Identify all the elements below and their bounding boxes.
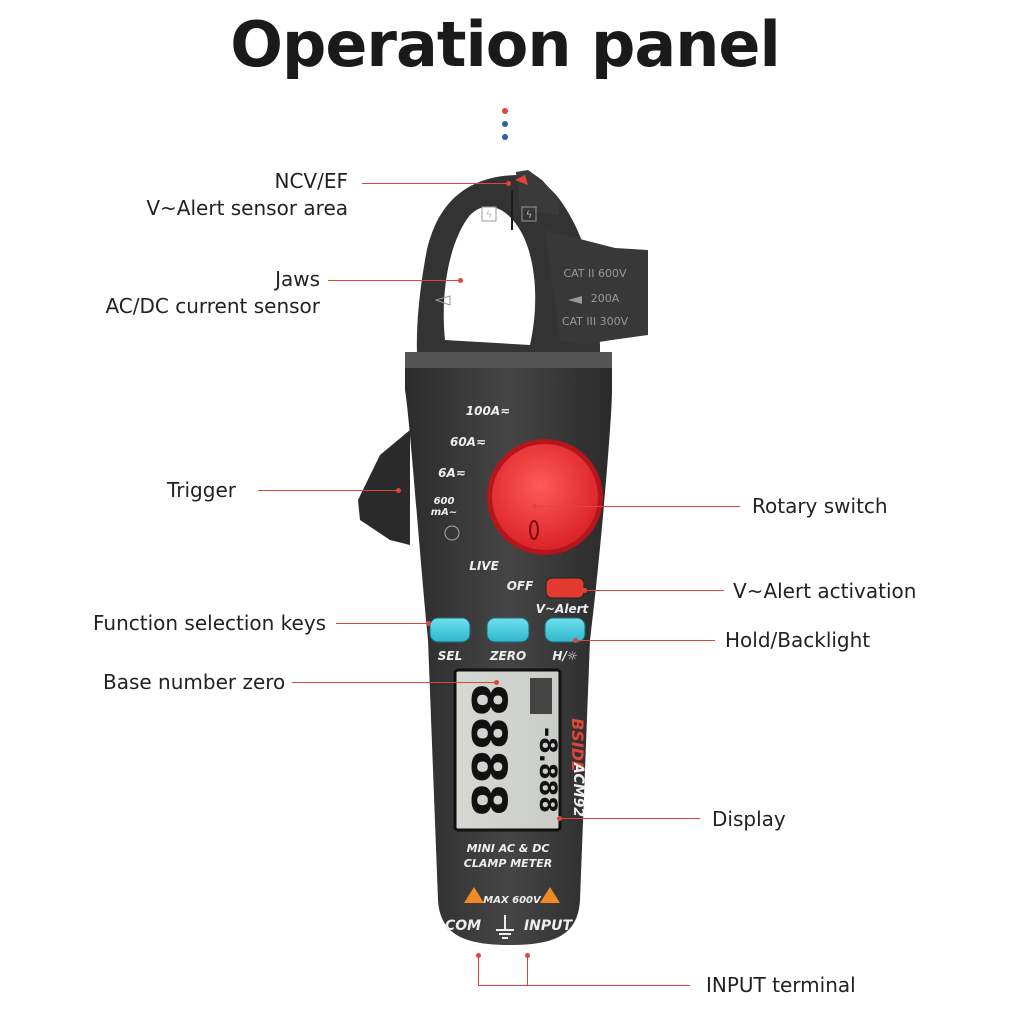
range-600ma-unit: mA~ [431,507,458,518]
callout-line [328,280,460,281]
label-ncv: NCV/EF V~Alert sensor area [146,168,348,222]
label-valert-activation: V~Alert activation [733,579,917,603]
callout-line [478,985,690,986]
label-input-terminal: INPUT terminal [706,973,856,997]
decor-dot-blue [502,134,508,140]
description-line2: CLAMP METER [464,857,552,870]
callout-dot [506,181,511,186]
decor-dot-blue [502,121,508,127]
decor-dot-red [502,108,508,114]
callout-line [336,623,428,624]
callout-dot [458,278,463,283]
hold-label: H/☼ [552,649,577,663]
callout-dot [573,638,578,643]
callout-dot [476,953,481,958]
label-function-keys: Function selection keys [93,611,327,635]
callout-dot [532,504,537,509]
ground-icon [496,915,514,939]
range-100a: 100A≂ [466,404,510,418]
callout-line [362,183,508,184]
range-live: LIVE [469,559,499,573]
label-jaws-line1: Jaws [275,267,320,291]
label-trigger: Trigger [167,478,236,502]
callout-line [478,955,479,985]
valert-button[interactable] [545,577,585,599]
callout-dot [525,953,530,958]
lcd-main-digits: 8888 [460,683,516,817]
hold-button[interactable] [544,617,586,643]
label-jaws-line2: AC/DC current sensor [105,294,320,318]
callout-line [258,490,398,491]
label-jaws: Jaws AC/DC current sensor [105,266,320,320]
range-600ma-value: 600 [434,496,455,507]
sel-button[interactable] [429,617,471,643]
range-6a: 6A≂ [438,466,466,480]
callout-dot [494,680,499,685]
model-name: ACM92 [570,762,586,817]
label-ncv-line2: V~Alert sensor area [146,196,348,220]
svg-text:ϟ: ϟ [486,210,493,221]
callout-line [575,640,715,641]
cat-iii-rating: CAT III 300V [562,315,629,328]
label-display: Display [712,807,786,831]
callout-dot [557,816,562,821]
label-ncv-line1: NCV/EF [274,169,349,193]
range-off: OFF [507,579,534,593]
label-rotary: Rotary switch [752,494,888,518]
trigger [358,430,410,545]
description-line1: MINI AC & DC [467,842,550,855]
svg-text:ϟ: ϟ [526,210,533,221]
warning-icon [540,887,560,903]
callout-dot [582,588,587,593]
callout-dot [426,621,431,626]
callout-line [560,818,700,819]
zero-label: ZERO [489,649,526,663]
callout-line [536,506,740,507]
brand-logo-text: BSIDE [568,718,587,772]
label-base-zero: Base number zero [103,670,286,694]
label-hold-backlight: Hold/Backlight [725,628,871,652]
callout-line [292,682,496,683]
com-label: COM [445,918,481,934]
cat-current-rating: 200A [591,292,620,305]
rotary-switch[interactable] [487,439,603,555]
lcd-sub-digits: -8.888 [534,727,562,813]
page-title: Operation panel [230,8,780,81]
valert-label: V~Alert [536,602,590,616]
warning-icon [464,887,484,903]
callout-line [584,590,724,591]
callout-line [527,955,528,985]
zero-button[interactable] [486,617,530,643]
callout-dot [396,488,401,493]
max-voltage: MAX 600V [483,895,542,906]
cat-ii-rating: CAT II 600V [563,267,627,280]
range-60a: 60A≂ [450,435,486,449]
sel-label: SEL [438,649,463,663]
input-label: INPUT [524,918,574,934]
